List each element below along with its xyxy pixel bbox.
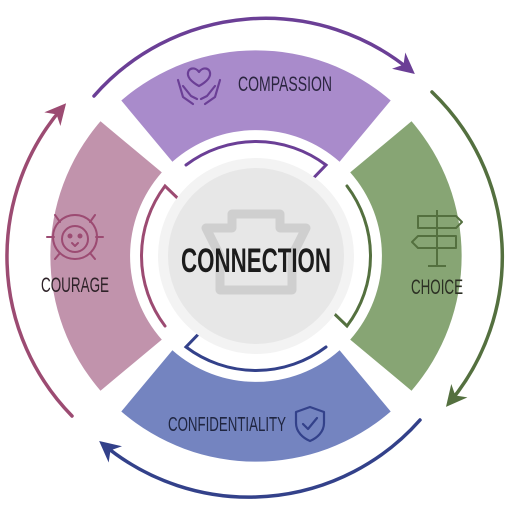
signpost-icon	[411, 210, 463, 267]
segment-compassion	[121, 50, 391, 162]
hands-heart-icon	[176, 67, 222, 106]
center-hub: CONNECTION	[158, 158, 354, 354]
keystone-icon	[201, 209, 311, 295]
cycle-arrows	[5, 16, 505, 499]
center-title: CONNECTION	[181, 242, 331, 280]
lion-icon	[46, 214, 104, 260]
shield-check-icon	[294, 405, 326, 443]
choice-label: CHOICE	[411, 276, 463, 299]
arrow-courage-to-compassion	[5, 103, 74, 418]
inner-arc-confidentiality	[183, 318, 328, 372]
courage-label: COURAGE	[41, 274, 109, 297]
arrow-compassion-to-choice	[92, 16, 415, 98]
confidentiality-label: CONFIDENTIALITY	[168, 414, 286, 436]
inner-arc-courage	[140, 183, 194, 328]
segment-confidentiality	[121, 350, 391, 462]
inner-arc-compassion	[184, 140, 329, 194]
arrow-choice-to-confidentiality	[430, 90, 505, 407]
choice-label-group: CHOICE	[411, 210, 463, 299]
confidentiality-label-group: CONFIDENTIALITY	[168, 405, 326, 443]
inner-arcs	[140, 140, 372, 372]
segment-choice	[350, 121, 462, 391]
compassion-label-group: COMPASSION	[176, 67, 332, 106]
compassion-label: COMPASSION	[238, 73, 332, 96]
arrow-confidentiality-to-courage	[99, 418, 422, 499]
segment-courage	[50, 121, 162, 391]
courage-label-group: COURAGE	[41, 214, 109, 297]
inner-arc-choice	[318, 184, 372, 329]
center-circle	[168, 168, 344, 344]
